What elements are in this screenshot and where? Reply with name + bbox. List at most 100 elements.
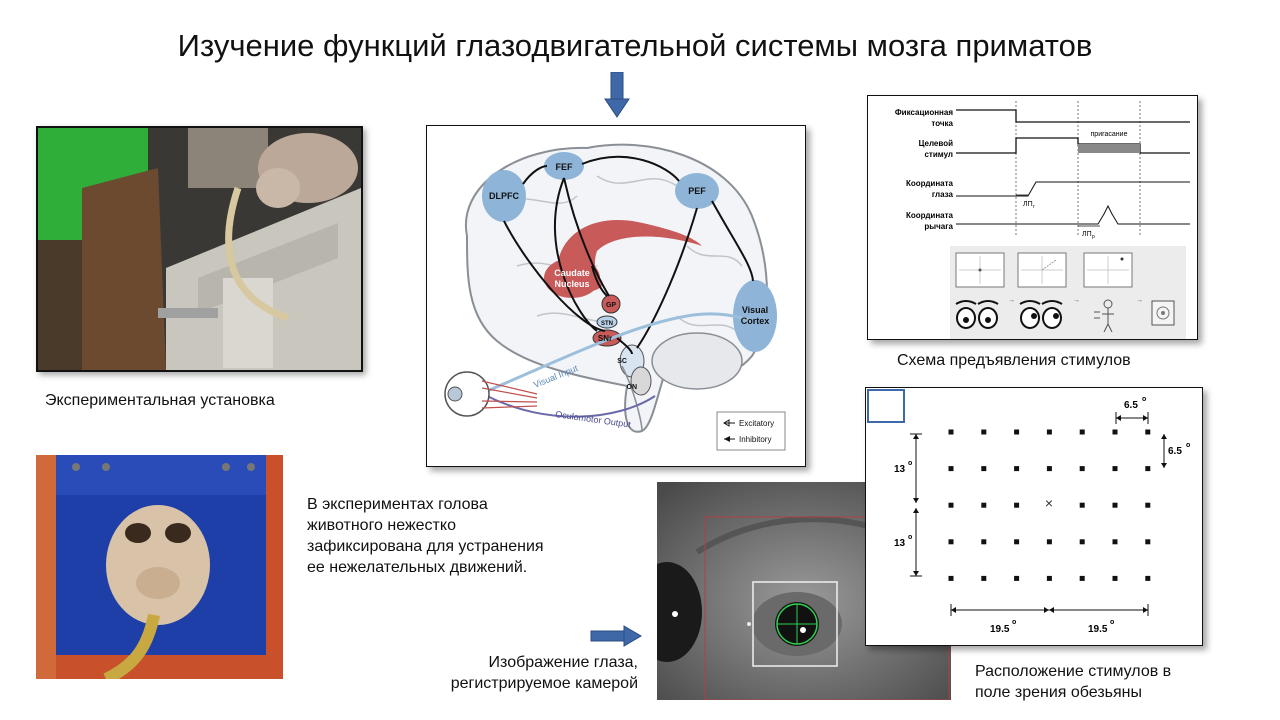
stn-node [596, 315, 618, 329]
eye-trace [956, 181, 1190, 197]
h-extent-left-degree: o [1012, 619, 1016, 626]
pef-region [675, 173, 719, 209]
timing-diagram: Фиксационная точка Целевой стимул Коорди… [895, 101, 1190, 339]
setup-photo [36, 126, 363, 372]
row-label-lever-1: Координата [906, 211, 954, 220]
right-arrow-icon [590, 625, 642, 647]
latency-lever-sub: р [1092, 234, 1095, 240]
cerebellum [651, 332, 743, 390]
row-label-eye-2: глаза [932, 190, 954, 199]
stimulus-point [948, 539, 954, 545]
stimulus-point [1079, 466, 1085, 472]
stimulus-point [1145, 575, 1151, 581]
caudate-label-1: Caudate [554, 268, 590, 278]
h-extent-right-value: 19.5 [1088, 624, 1108, 635]
row-label-eye-1: Координата [906, 179, 954, 188]
sc-label: SC [617, 358, 627, 365]
caudate-label-2: Nucleus [554, 279, 589, 289]
lever-trace [956, 204, 1190, 225]
fef-label: FEF [556, 162, 574, 172]
target-trace [956, 137, 1190, 154]
monkey-photo-illustration [36, 455, 283, 679]
row-label-fixation-1: Фиксационная [895, 108, 953, 117]
stimulus-point [1046, 429, 1052, 435]
stimulus-point [948, 575, 954, 581]
stimulus-point [1145, 429, 1151, 435]
stimulus-point [1145, 502, 1151, 508]
center-fixation-marker: × [1045, 495, 1053, 511]
stimulus-point [1014, 539, 1020, 545]
eyes-icon-1 [955, 300, 999, 329]
stimulus-point [1014, 502, 1020, 508]
spacing-h-value: 6.5 [1124, 400, 1138, 411]
stimulus-point [981, 429, 987, 435]
head-fixation-caption: В экспериментах голова животного нежестк… [307, 496, 544, 576]
stimulus-point [981, 466, 987, 472]
spacing-v-value: 6.5 [1168, 446, 1182, 457]
corner-frame [867, 389, 905, 423]
stimulus-point [948, 429, 954, 435]
excitatory-marker-icon [723, 419, 735, 427]
legend-excitatory: Excitatory [739, 419, 774, 428]
legend-box [716, 411, 786, 451]
visual-input-path [486, 312, 753, 393]
stimulus-scheme-caption: Схема предъявления стимулов [897, 352, 1131, 369]
stimulus-point [1079, 575, 1085, 581]
setup-caption: Экспериментальная установка [45, 392, 275, 409]
stimulus-layout-caption-line1: Расположение стимулов в [975, 663, 1172, 680]
svg-text:→: → [1073, 297, 1080, 304]
on-label: ON [627, 384, 638, 391]
oculomotor-output-path [486, 395, 656, 418]
stimulus-point [1014, 466, 1020, 472]
stimulus-point [1112, 539, 1118, 545]
stimulus-point [981, 539, 987, 545]
stimulus-layout-caption: Расположение стимулов в поле зрения обез… [975, 661, 1171, 703]
stimulus-point [1145, 466, 1151, 472]
v-extent-lower-degree: o [908, 534, 912, 541]
monkey-lever-icon [1094, 299, 1114, 333]
fef-region [544, 152, 584, 180]
v-extent-lower-value: 13 [894, 538, 906, 549]
gp-label: GP [606, 302, 616, 309]
stimulus-point [1112, 502, 1118, 508]
timing-diagram-panel: Фиксационная точка Целевой стимул Коорди… [867, 95, 1198, 340]
stimulus-point [1014, 575, 1020, 581]
fixation-trace [956, 109, 1190, 123]
stimulus-point [1112, 575, 1118, 581]
dimming-label: пригасание [1091, 131, 1128, 138]
legend-inhibitory: Inhibitory [739, 435, 771, 444]
on-node [630, 366, 652, 396]
v-extent-upper-value: 13 [894, 464, 906, 475]
stimulus-point [948, 502, 954, 508]
eye-image-caption-line1: Изображение глаза, [488, 654, 638, 671]
brain-diagram: FEF DLPFC PEF Caudate Nucleus GP STN SNr… [444, 143, 786, 451]
stimulus-layout-caption-line2: поле зрения обезьяны [975, 684, 1143, 701]
pef-label: PEF [688, 186, 706, 196]
visual-cortex-label-2: Cortex [741, 316, 770, 326]
stimulus-point [981, 502, 987, 508]
stimulus-point [1079, 539, 1085, 545]
snr-label: SNr [598, 334, 612, 343]
latency-eye-label: ЛП [1023, 201, 1033, 208]
brain-diagram-panel: FEF DLPFC PEF Caudate Nucleus GP STN SNr… [426, 125, 806, 467]
stimulus-grid: × 6.5 o 6.5 o 13 o 13 o 19.5 o 19.5 o [867, 389, 1190, 635]
stimulus-point [1112, 429, 1118, 435]
row-label-fixation-2: точка [931, 119, 953, 128]
stimulus-point [981, 575, 987, 581]
reward-dispenser-icon [1151, 300, 1175, 326]
row-label-lever-2: рычага [924, 222, 953, 231]
visual-cortex-region [733, 280, 777, 352]
eye-icon [444, 371, 490, 417]
visual-cortex-label-1: Visual [742, 305, 768, 315]
stimulus-point [1046, 466, 1052, 472]
stimulus-point [1112, 466, 1118, 472]
svg-text:→: → [1136, 297, 1143, 304]
v-extent-upper-degree: o [908, 460, 912, 467]
dlpfc-label: DLPFC [489, 191, 519, 201]
row-label-target-2: стимул [924, 150, 953, 159]
stimulus-point [948, 466, 954, 472]
spacing-v-degree: o [1186, 442, 1190, 449]
gp-node [601, 294, 621, 314]
setup-photo-illustration [38, 128, 361, 370]
stn-label: STN [601, 321, 613, 327]
